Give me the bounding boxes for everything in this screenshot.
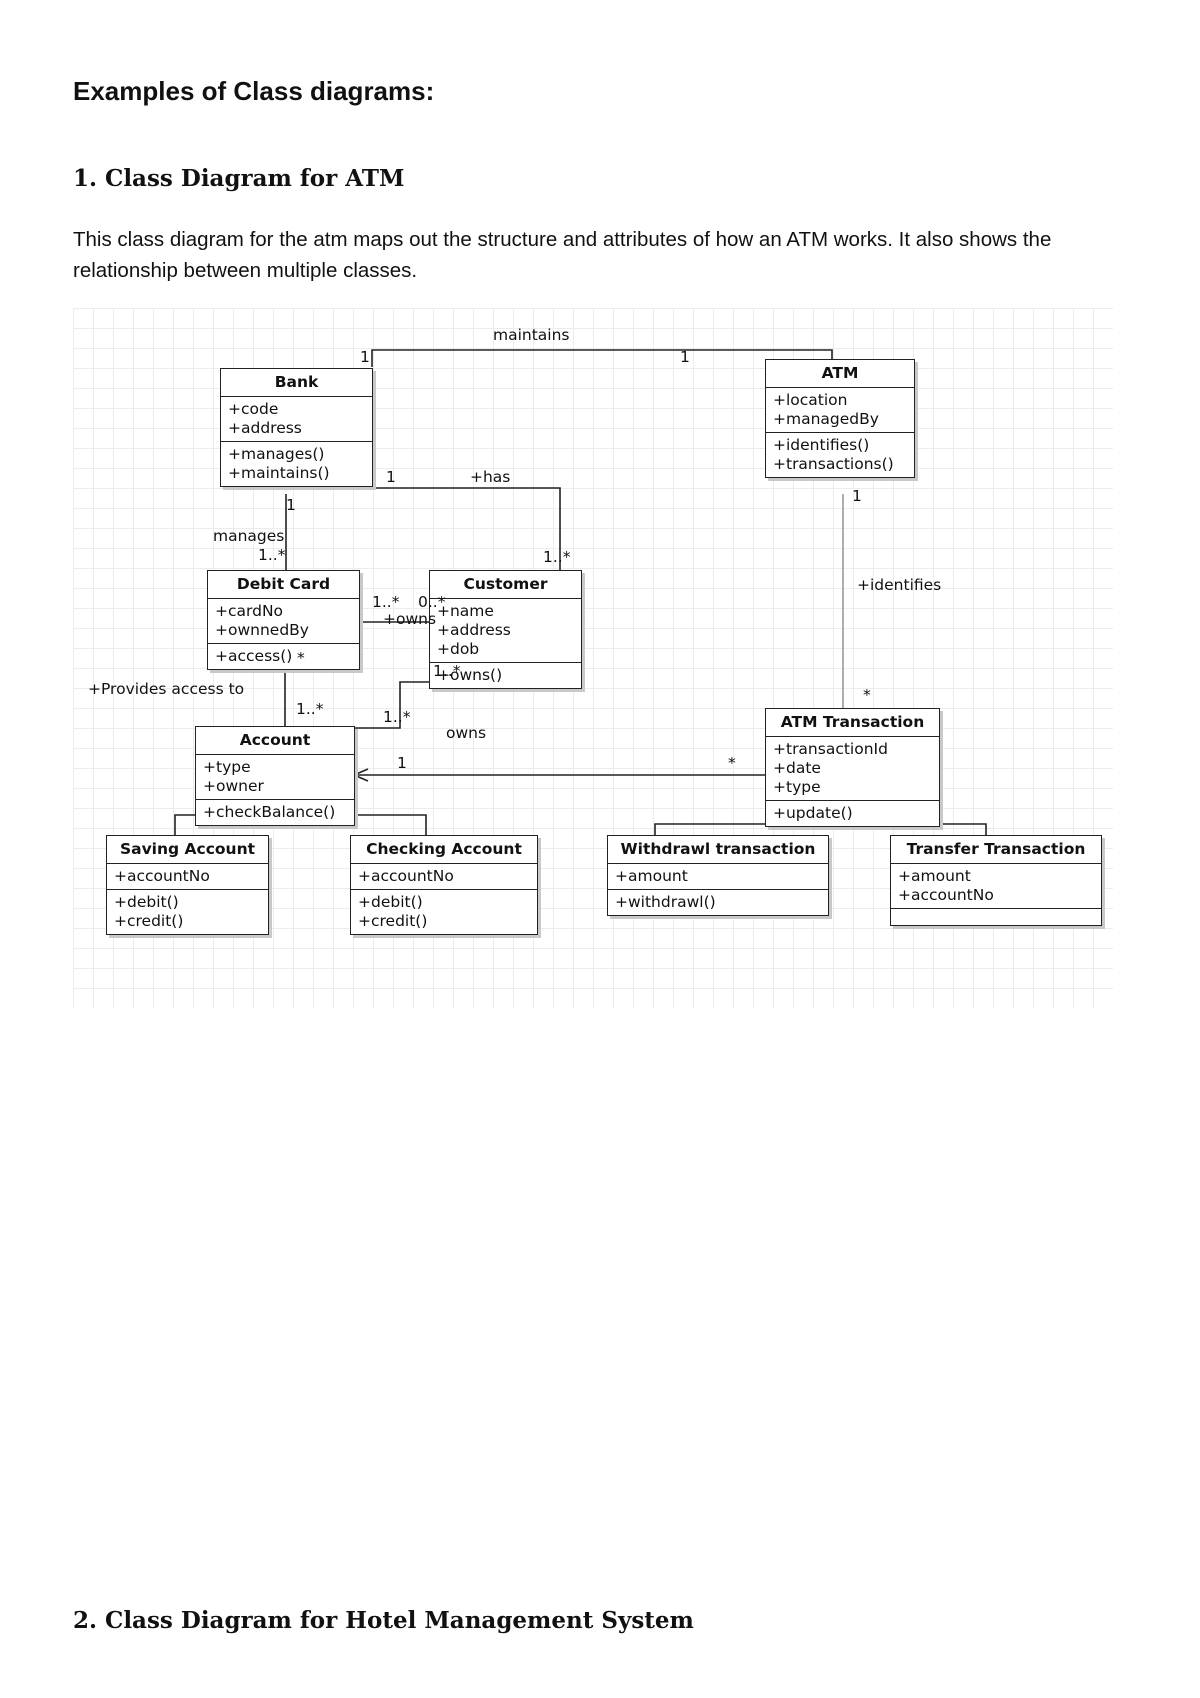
manages-card-multiplicity: 1..* xyxy=(258,546,286,564)
class-name: Account xyxy=(196,727,354,755)
page-title: Examples of Class diagrams: xyxy=(73,76,435,106)
class-name: ATM Transaction xyxy=(766,709,939,737)
maintains-line xyxy=(371,349,833,367)
class-atm-transaction[interactable]: ATM Transaction +transactionId+date+type… xyxy=(765,708,940,827)
operation: +debit() xyxy=(358,893,423,911)
empty-operations xyxy=(891,909,1101,925)
class-name: Saving Account xyxy=(107,836,268,864)
owns-account-line xyxy=(353,681,430,729)
tx-tx-multiplicity: * xyxy=(728,754,736,772)
attribute: +transactionId xyxy=(773,740,888,758)
identifies-atm-multiplicity: 1 xyxy=(852,487,862,505)
has-label: +has xyxy=(470,468,511,486)
attribute: +address xyxy=(437,621,511,639)
class-account[interactable]: Account +type+owner +checkBalance() xyxy=(195,726,355,826)
section-heading-hotel: 2. Class Diagram for Hotel Management Sy… xyxy=(73,1607,694,1634)
class-name: Withdrawl transaction xyxy=(608,836,828,864)
section-heading-atm: 1. Class Diagram for ATM xyxy=(73,165,405,192)
class-bank[interactable]: Bank +code+address +manages()+maintains(… xyxy=(220,368,373,487)
owns-account-account-multiplicity: 1..* xyxy=(383,708,411,726)
class-saving-account[interactable]: Saving Account +accountNo +debit()+credi… xyxy=(106,835,269,935)
class-name: Transfer Transaction xyxy=(891,836,1101,864)
attribute: +type xyxy=(203,758,251,776)
operation: +manages() xyxy=(228,445,325,463)
maintains-atm-multiplicity: 1 xyxy=(680,348,690,366)
attribute: +accountNo xyxy=(358,867,454,885)
attribute: +dob xyxy=(437,640,480,658)
class-debit-card[interactable]: Debit Card +cardNo+ownnedBy +access() xyxy=(207,570,360,670)
owns-card-multiplicity: 1..* xyxy=(372,593,400,611)
provides-access-label: +Provides access to xyxy=(88,680,245,698)
has-bank-multiplicity: 1 xyxy=(386,468,396,486)
provides-card-multiplicity: * xyxy=(297,649,305,667)
attribute: +code xyxy=(228,400,279,418)
manages-label: manages xyxy=(213,527,285,545)
owns-card-label: +owns xyxy=(383,610,437,628)
attribute: +amount xyxy=(615,867,688,885)
identifies-label: +identifies xyxy=(857,576,942,594)
class-withdrawl-transaction[interactable]: Withdrawl transaction +amount +withdrawl… xyxy=(607,835,829,916)
operation: +maintains() xyxy=(228,464,330,482)
attribute: +address xyxy=(228,419,302,437)
class-name: Checking Account xyxy=(351,836,537,864)
has-line xyxy=(373,487,561,571)
maintains-bank-multiplicity: 1 xyxy=(360,348,370,366)
attribute: +owner xyxy=(203,777,264,795)
class-transfer-transaction[interactable]: Transfer Transaction +amount+accountNo xyxy=(890,835,1102,926)
provides-account-multiplicity: 1..* xyxy=(296,700,324,718)
attribute: +location xyxy=(773,391,848,409)
owns-account-customer-multiplicity: 1..* xyxy=(433,662,461,680)
class-name: Customer xyxy=(430,571,581,599)
operation: +identifies() xyxy=(773,436,870,454)
class-atm[interactable]: ATM +location+managedBy +identifies()+tr… xyxy=(765,359,915,478)
operation: +checkBalance() xyxy=(203,803,336,821)
attribute: +accountNo xyxy=(898,886,994,904)
attribute: +date xyxy=(773,759,821,777)
owns-customer-multiplicity: 0..* xyxy=(418,593,446,611)
identifies-tx-multiplicity: * xyxy=(863,686,871,704)
has-customer-multiplicity: 1..* xyxy=(543,548,571,566)
operation: +credit() xyxy=(114,912,184,930)
attribute: +cardNo xyxy=(215,602,284,620)
atm-class-diagram: Bank +code+address +manages()+maintains(… xyxy=(73,308,1113,1008)
operation: +debit() xyxy=(114,893,179,911)
maintains-label: maintains xyxy=(493,326,570,344)
operation: +withdrawl() xyxy=(615,893,716,911)
attribute: +managedBy xyxy=(773,410,879,428)
attribute: +accountNo xyxy=(114,867,210,885)
owns-account-label: owns xyxy=(446,724,487,742)
operation: +transactions() xyxy=(773,455,894,473)
intro-paragraph: This class diagram for the atm maps out … xyxy=(73,228,1052,282)
class-customer[interactable]: Customer +name+address+dob +owns() xyxy=(429,570,582,689)
class-name: ATM xyxy=(766,360,914,388)
class-name: Bank xyxy=(221,369,372,397)
attribute: +name xyxy=(437,602,494,620)
attribute: +ownnedBy xyxy=(215,621,309,639)
class-checking-account[interactable]: Checking Account +accountNo +debit()+cre… xyxy=(350,835,538,935)
operation: +access() xyxy=(215,647,293,665)
operation: +credit() xyxy=(358,912,428,930)
attribute: +type xyxy=(773,778,821,796)
manages-bank-multiplicity: 1 xyxy=(286,496,296,514)
attribute: +amount xyxy=(898,867,971,885)
operation: +update() xyxy=(773,804,853,822)
operation: +owns() xyxy=(437,666,503,684)
class-name: Debit Card xyxy=(208,571,359,599)
tx-account-multiplicity: 1 xyxy=(397,754,407,772)
